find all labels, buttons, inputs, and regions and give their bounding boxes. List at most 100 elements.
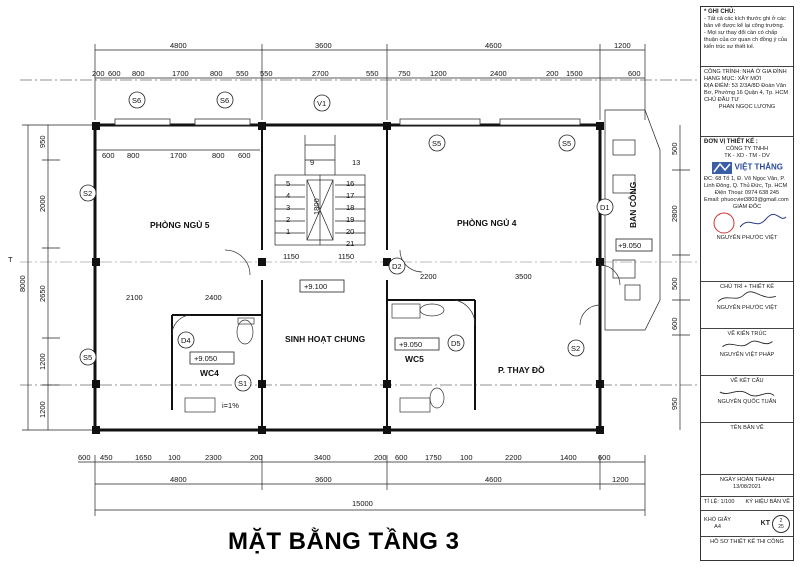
dim-inner-top: 800 xyxy=(212,151,225,160)
dim-top-overall: 1200 xyxy=(614,41,631,50)
stair-step: 20 xyxy=(346,227,354,236)
company-email: Email: phuocviet3803@gmail.com xyxy=(704,197,789,203)
scale-label: TỈ LỆ: 1/100 xyxy=(704,499,735,505)
company-logo-row: VIỆT THẮNG xyxy=(704,160,790,176)
tag-s5-c: S5 xyxy=(83,353,92,362)
dim-top-detail: 200 xyxy=(92,69,105,78)
structure-section: VẼ KẾT CẤU NGUYỄN QUỐC TUẤN xyxy=(701,376,793,423)
dim-bottom-detail: 2200 xyxy=(505,453,522,462)
dim-top-overall: 4800 xyxy=(170,41,187,50)
dim-bottom-detail: 600 xyxy=(395,453,408,462)
dim-left: 1200 xyxy=(38,401,47,418)
director-label: GIÁM ĐỐC xyxy=(732,204,762,210)
dim-top-overall: 4600 xyxy=(485,41,502,50)
tag-circles xyxy=(79,91,614,392)
tag-d2: D2 xyxy=(392,262,402,271)
dim-top-detail: 550 xyxy=(366,69,379,78)
drawing-title: MẶT BẰNG TẦNG 3 xyxy=(228,528,460,555)
paper-size-row: KHỔ GIẤY A4 KT 2 25 xyxy=(701,511,793,537)
dim-left: 950 xyxy=(38,135,47,148)
dossier-label: HỒ SƠ THIẾT KẾ THI CÔNG xyxy=(710,539,784,545)
wc-fixtures xyxy=(184,303,445,413)
top-windows xyxy=(114,118,581,126)
dim-top-detail: 550 xyxy=(236,69,249,78)
dim-left: 1200 xyxy=(38,353,47,370)
stair-step: 9 xyxy=(310,158,314,167)
top-dimension-lines xyxy=(20,44,700,151)
stair-step: 19 xyxy=(346,215,354,224)
dim-right: 600 xyxy=(670,317,679,330)
stair-length: 1800 xyxy=(312,198,321,215)
company-line-3: VIỆT THẮNG xyxy=(734,162,783,172)
dim-total-width: 15000 xyxy=(352,499,373,508)
tag-s2-b: S2 xyxy=(571,344,580,353)
room-label-balcony: BAN CÔNG xyxy=(627,181,638,228)
dim-top-detail: 1700 xyxy=(172,69,189,78)
dim-bottom-overall: 1200 xyxy=(612,475,629,484)
dim-top-detail: 1500 xyxy=(566,69,583,78)
sheet-code: KT xyxy=(760,520,770,527)
project-name: CÔNG TRÌNH: NHÀ Ở GIA ĐÌNH xyxy=(704,69,787,75)
design-company-section: ĐƠN VỊ THIẾT KẾ : CÔNG TY TNHH TK - XD -… xyxy=(701,137,793,282)
architect-label: VẼ KIẾN TRÚC xyxy=(727,331,767,337)
dossier-row: HỒ SƠ THIẾT KẾ THI CÔNG xyxy=(701,537,793,551)
stair-step: 16 xyxy=(346,179,354,188)
structure-label: VẼ KẾT CẤU xyxy=(730,378,764,384)
dim-top-detail: 2700 xyxy=(312,69,329,78)
note-2: - Mọi sự thay đổi cần có chấp thuận của … xyxy=(704,30,787,50)
room-label-bedroom5: PHÒNG NGỦ 5 xyxy=(150,219,210,230)
tag-s5-a: S5 xyxy=(432,139,441,148)
dim-top-detail: 550 xyxy=(260,69,273,78)
stair-step: 5 xyxy=(286,179,290,188)
dim-inner: 2100 xyxy=(126,293,143,302)
drawing-name-section: TÊN BẢN VẼ xyxy=(701,423,793,475)
dim-bottom-overall: 3600 xyxy=(315,475,332,484)
level-box-main xyxy=(299,279,345,293)
tag-s5-b: S5 xyxy=(562,139,571,148)
dim-top-detail: 800 xyxy=(210,69,223,78)
dim-top-detail: 600 xyxy=(628,69,641,78)
company-heading: ĐƠN VỊ THIẾT KẾ : xyxy=(704,139,758,145)
dim-top-overall: 3600 xyxy=(315,41,332,50)
director-name: NGUYỄN PHƯỚC VIỆT xyxy=(716,235,778,241)
stair-step: 4 xyxy=(286,191,290,200)
dim-left-total: 8000 xyxy=(18,275,27,292)
tag-s6-b: S6 xyxy=(220,96,229,105)
dim-right: 2800 xyxy=(670,205,679,222)
dim-inner-top: 600 xyxy=(102,151,115,160)
dim-top-detail: 600 xyxy=(108,69,121,78)
dim-bottom-detail: 200 xyxy=(374,453,387,462)
dim-bottom-detail: 2300 xyxy=(205,453,222,462)
dim-inner-top: 800 xyxy=(127,151,140,160)
dim-top-detail: 800 xyxy=(132,69,145,78)
dim-inner-top: 600 xyxy=(238,151,251,160)
company-line-2: TK - XD - TM - DV xyxy=(724,153,770,159)
dim-top-detail: 750 xyxy=(398,69,411,78)
architect-signature xyxy=(722,340,773,348)
scale-row: TỈ LỆ: 1/100 KÝ HIỆU BẢN VẼ xyxy=(701,497,793,511)
director-stamp-signature xyxy=(713,212,787,234)
sheet-total: 25 xyxy=(778,523,784,530)
level-main: +9.100 xyxy=(304,282,327,291)
sheet-number-circle: 2 25 xyxy=(772,514,790,533)
stair-step: 21 xyxy=(346,239,354,248)
dim-inner: 2200 xyxy=(420,272,437,281)
tag-s2-a: S2 xyxy=(83,189,92,198)
architect-name: NGUYỄN VIỆT PHÁP xyxy=(719,352,775,358)
completion-date: 13/08/2021 xyxy=(733,484,761,490)
staircase xyxy=(274,135,366,246)
dim-left: 2650 xyxy=(38,285,47,302)
balcony-structure xyxy=(604,109,661,331)
company-line-1: CÔNG TY TNHH xyxy=(725,146,769,152)
stair-step: 2 xyxy=(286,215,290,224)
room-label-wc5: WC5 xyxy=(405,354,424,364)
dim-top-detail: 2400 xyxy=(490,69,507,78)
axis-tag-t: T xyxy=(8,255,13,264)
dim-bottom-detail: 1400 xyxy=(560,453,577,462)
sheet-number-block: KT 2 25 xyxy=(760,514,790,533)
paper-size-label: KHỔ GIẤY xyxy=(704,516,732,523)
lead-designer-name: NGUYỄN PHƯỚC VIỆT xyxy=(716,305,778,311)
tag-d5: D5 xyxy=(451,339,461,348)
level-box-balcony xyxy=(615,238,653,252)
dim-right: 500 xyxy=(670,142,679,155)
